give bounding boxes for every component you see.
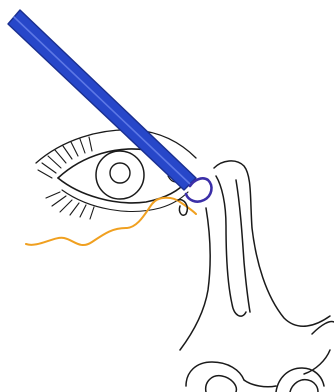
nose-cheek-line [180, 208, 210, 350]
nostril [186, 362, 324, 392]
thread [26, 198, 196, 245]
columella [244, 380, 276, 387]
nose-sidewall [216, 176, 246, 316]
left-ala [186, 362, 244, 386]
lower-eyelid-outer [62, 190, 188, 211]
right-nostril [290, 380, 318, 392]
pupil [110, 163, 130, 183]
iris [96, 151, 144, 199]
left-nostril [206, 376, 237, 392]
probe [8, 10, 211, 215]
nose-tip-contour [304, 350, 330, 374]
nose-inner-line [236, 180, 250, 312]
nose [180, 161, 334, 374]
eyelashes [38, 137, 94, 219]
